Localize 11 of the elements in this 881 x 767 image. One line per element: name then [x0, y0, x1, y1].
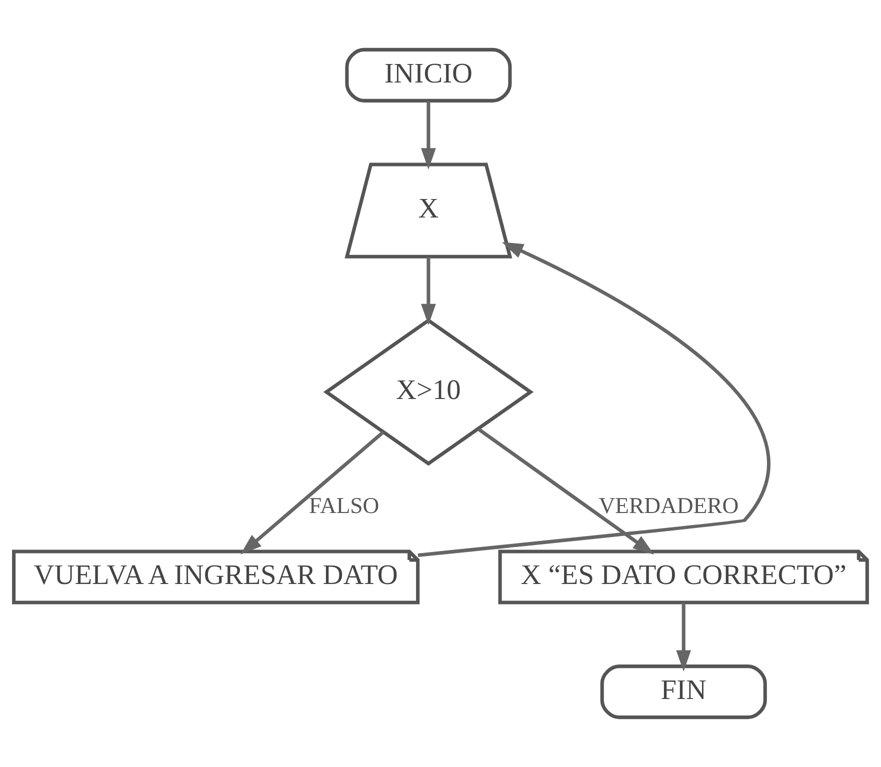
arrow	[421, 100, 436, 170]
arrow	[421, 257, 436, 326]
arrow	[418, 242, 770, 557]
node-box: INICIO	[345, 48, 512, 102]
arrow	[477, 428, 654, 555]
node-diamond: X>10	[323, 318, 534, 466]
arrow	[676, 602, 692, 672]
edge-label: FALSO	[309, 492, 380, 518]
edge-label: VERDADERO	[598, 492, 739, 518]
node-box: FIN	[600, 664, 767, 720]
arrow	[240, 430, 385, 554]
